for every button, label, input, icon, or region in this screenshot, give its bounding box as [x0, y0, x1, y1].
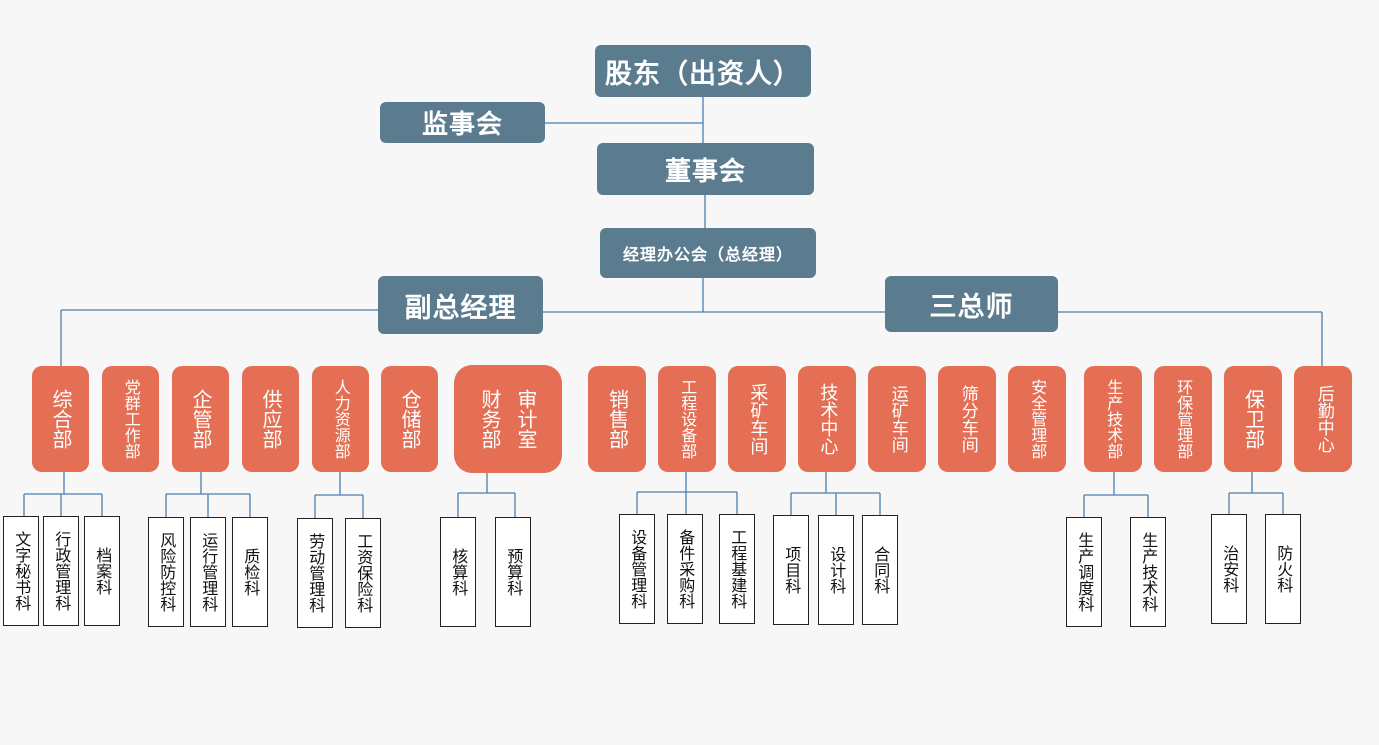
- dept-audit-label: 审计室: [514, 389, 538, 449]
- sub-contract-section: 合同科: [862, 515, 898, 625]
- sub-operations-section: 运行管理科: [190, 517, 226, 627]
- board-box: 董事会: [597, 143, 814, 195]
- sub-risk-control-section: 风险防控科: [148, 517, 184, 627]
- sub-prod-tech-section: 生产技术科: [1130, 517, 1166, 627]
- dept-security: 保卫部: [1224, 366, 1282, 472]
- dept-finance-audit: 财务部 审计室: [454, 365, 562, 473]
- dept-safety-mgmt: 安全管理部: [1008, 366, 1066, 472]
- supervisory-board-box: 监事会: [380, 102, 545, 143]
- sub-quality-section: 质检科: [232, 517, 268, 627]
- dept-environmental-mgmt: 环保管理部: [1154, 366, 1212, 472]
- sub-project-section: 项目科: [773, 515, 809, 625]
- dept-engineering-equipment: 工程设备部: [658, 366, 716, 472]
- sub-parts-purchasing-section: 备件采购科: [667, 514, 703, 624]
- sub-fire-prevention-section: 防火科: [1265, 514, 1301, 624]
- dept-tech-center: 技术中心: [798, 366, 856, 472]
- manager-office-box: 经理办公会（总经理）: [600, 228, 816, 278]
- sub-archives-section: 档案科: [84, 516, 120, 626]
- sub-equipment-mgmt-section: 设备管理科: [619, 514, 655, 624]
- dept-logistics-center: 后勤中心: [1294, 366, 1352, 472]
- sub-labor-section: 劳动管理科: [297, 518, 333, 628]
- sub-dispatch-section: 生产调度科: [1066, 517, 1102, 627]
- sub-construction-section: 工程基建科: [719, 514, 755, 624]
- three-chiefs-box: 三总师: [885, 276, 1058, 332]
- sub-budget-section: 预算科: [495, 517, 531, 627]
- deputy-gm-box: 副总经理: [378, 276, 543, 334]
- dept-storage: 仓储部: [381, 366, 438, 472]
- dept-finance-label: 财务部: [478, 389, 502, 449]
- dept-hr: 人力资源部: [312, 366, 369, 472]
- dept-sales: 销售部: [588, 366, 646, 472]
- dept-supply: 供应部: [242, 366, 299, 472]
- sub-public-security-section: 治安科: [1211, 514, 1247, 624]
- sub-admin-section: 行政管理科: [43, 516, 79, 626]
- sub-accounting-section: 核算科: [440, 517, 476, 627]
- dept-mining-workshop: 采矿车间: [728, 366, 786, 472]
- sub-design-section: 设计科: [818, 515, 854, 625]
- sub-secretary-section: 文字秘书科: [3, 516, 39, 626]
- dept-enterprise-mgmt: 企管部: [172, 366, 229, 472]
- dept-ore-transport-workshop: 运矿车间: [868, 366, 926, 472]
- dept-party: 党群工作部: [102, 366, 159, 472]
- dept-general: 综合部: [32, 366, 89, 472]
- shareholders-box: 股东（出资人）: [595, 45, 811, 97]
- dept-screening-workshop: 筛分车间: [938, 366, 996, 472]
- dept-production-tech: 生产技术部: [1084, 366, 1142, 472]
- sub-payroll-section: 工资保险科: [345, 518, 381, 628]
